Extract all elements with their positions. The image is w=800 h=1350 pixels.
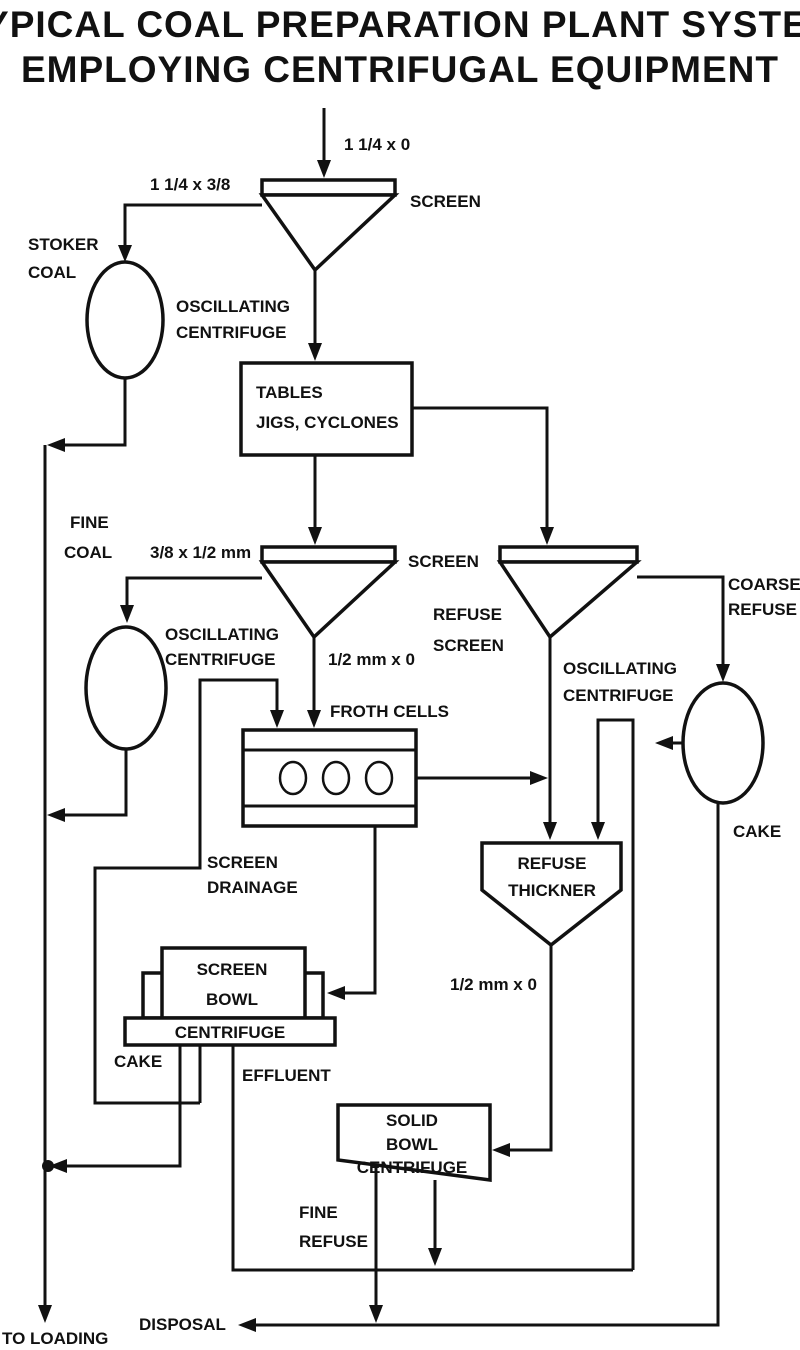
froth-cells-label: FROTH CELLS bbox=[330, 702, 449, 721]
refuse-screen-label-line-1: REFUSE bbox=[433, 605, 502, 624]
fine-coal-label-line-2: COAL bbox=[64, 543, 112, 562]
tables-label-line-1: TABLES bbox=[256, 383, 323, 402]
to-loading-label: TO LOADING bbox=[2, 1329, 108, 1348]
oscillating-centrifuge-coarse-refuse bbox=[681, 681, 765, 805]
effluent-label: EFFLUENT bbox=[242, 1066, 331, 1085]
oscillating-centrifuge-stoker bbox=[85, 260, 165, 380]
oscillating-centrifuge-3-label-line-1: OSCILLATING bbox=[563, 659, 677, 678]
screen-1-label: SCREEN bbox=[410, 192, 481, 211]
stoker-coal-label-line-2: COAL bbox=[28, 263, 76, 282]
oscillating-centrifuge-1-label-line-1: OSCILLATING bbox=[176, 297, 290, 316]
diagram-title-line-1: TYPICAL COAL PREPARATION PLANT SYSTEM bbox=[0, 4, 800, 45]
thickener-size-label: 1/2 mm x 0 bbox=[450, 975, 537, 994]
solid-bowl-label-line-3: CENTRIFUGE bbox=[357, 1158, 468, 1177]
feed-size-label: 1 1/4 x 0 bbox=[344, 135, 410, 154]
froth-cell-3 bbox=[364, 760, 394, 796]
fine-coal-label-line-1: FINE bbox=[70, 513, 109, 532]
froth-cell-2 bbox=[321, 760, 351, 796]
disposal-label: DISPOSAL bbox=[139, 1315, 226, 1334]
froth-size-label: 1/2 mm x 0 bbox=[328, 650, 415, 669]
oscillating-centrifuge-2-label-line-2: CENTRIFUGE bbox=[165, 650, 276, 669]
oscillating-centrifuge-3-label-line-2: CENTRIFUGE bbox=[563, 686, 674, 705]
solid-bowl-centrifuge bbox=[336, 1103, 492, 1182]
screen-bowl-label-line-2: BOWL bbox=[206, 990, 258, 1009]
junction-dot bbox=[42, 1160, 54, 1172]
tables-jigs-cyclones-box bbox=[239, 361, 414, 457]
refuse-thickener bbox=[480, 841, 623, 948]
refuse-screen bbox=[496, 545, 642, 640]
fine-size-label: 3/8 x 1/2 mm bbox=[150, 543, 251, 562]
coarse-refuse-label-line-1: COARSE bbox=[728, 575, 800, 594]
refuse-thickener-label-line-1: REFUSE bbox=[518, 854, 587, 873]
arrow-heads bbox=[38, 160, 730, 1332]
coarse-refuse-label-line-2: REFUSE bbox=[728, 600, 797, 619]
screen-2 bbox=[258, 545, 400, 640]
cake-left-label: CAKE bbox=[114, 1052, 162, 1071]
screen-bowl-label-line-1: SCREEN bbox=[197, 960, 268, 979]
froth-cells bbox=[241, 728, 418, 828]
stoker-size-label: 1 1/4 x 3/8 bbox=[150, 175, 230, 194]
diagram-title-line-2: EMPLOYING CENTRIFUGAL EQUIPMENT bbox=[21, 49, 779, 90]
screen-drainage-label-line-1: SCREEN bbox=[207, 853, 278, 872]
refuse-screen-label-line-2: SCREEN bbox=[433, 636, 504, 655]
screen-2-label: SCREEN bbox=[408, 552, 479, 571]
oscillating-centrifuge-fine-coal bbox=[84, 625, 168, 751]
oscillating-centrifuge-1-label-line-2: CENTRIFUGE bbox=[176, 323, 287, 342]
screen-1 bbox=[258, 178, 400, 273]
solid-bowl-label-line-1: SOLID bbox=[386, 1111, 438, 1130]
screen-drainage-label-line-2: DRAINAGE bbox=[207, 878, 298, 897]
oscillating-centrifuge-2-label-line-1: OSCILLATING bbox=[165, 625, 279, 644]
refuse-thickener-label-line-2: THICKNER bbox=[508, 881, 596, 900]
fine-refuse-label-line-1: FINE bbox=[299, 1203, 338, 1222]
fine-refuse-label-line-2: REFUSE bbox=[299, 1232, 368, 1251]
froth-cell-1 bbox=[278, 760, 308, 796]
screen-bowl-centrifuge bbox=[123, 946, 337, 1047]
solid-bowl-label-line-2: BOWL bbox=[386, 1135, 438, 1154]
flow-lines bbox=[43, 108, 725, 1327]
tables-label-line-2: JIGS, CYCLONES bbox=[256, 413, 399, 432]
cake-right-label: CAKE bbox=[733, 822, 781, 841]
stoker-coal-label-line-1: STOKER bbox=[28, 235, 99, 254]
centrifuge-label: CENTRIFUGE bbox=[175, 1023, 286, 1042]
